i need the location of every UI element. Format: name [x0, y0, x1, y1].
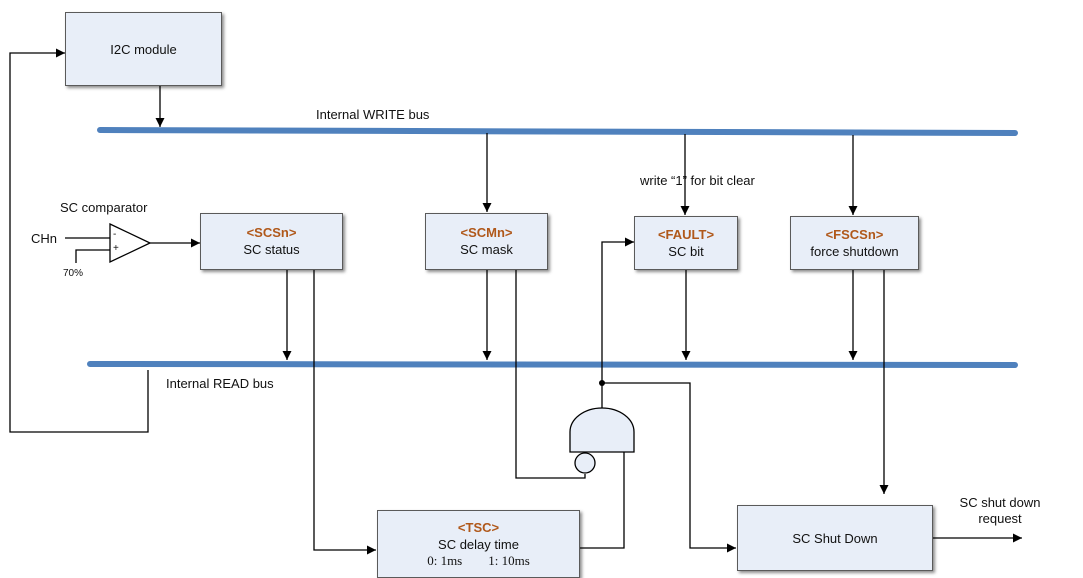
sc-shutdown-label: SC Shut Down	[792, 530, 878, 546]
scs-register-block: <SCSn> SC status	[200, 213, 343, 270]
write-bus-label: Internal WRITE bus	[316, 107, 430, 122]
inverter-bubble	[574, 452, 596, 474]
fscs-register-block: <FSCSn> force shutdown	[790, 216, 919, 270]
scs-register-name: <SCSn>	[246, 225, 297, 240]
fault-register-block: <FAULT> SC bit	[634, 216, 738, 270]
fault-register-name: <FAULT>	[657, 226, 715, 242]
wire-and-to-fault	[601, 237, 634, 410]
scm-register-name: <SCMn>	[460, 225, 513, 240]
fscs-register-desc: force shutdown	[810, 243, 899, 259]
and-gate	[569, 407, 635, 453]
comparator-minus-sign: -	[113, 229, 117, 240]
comparator-symbol	[109, 222, 152, 264]
wire-scs-to-tsc	[313, 270, 376, 555]
shutdown-request-line1: SC shut down	[959, 495, 1041, 510]
sc-shutdown-block: SC Shut Down	[737, 505, 933, 571]
wire-and-to-shutdown	[602, 382, 736, 553]
read-bus-label: Internal READ bus	[166, 376, 274, 391]
tsc-option-1: 1: 10ms	[488, 552, 530, 568]
i2c-module-block: I2C module	[65, 12, 222, 86]
tsc-register-desc: SC delay time	[438, 536, 519, 552]
tsc-delay-options: 0: 1ms 1: 10ms	[427, 553, 530, 569]
tsc-register-name: <TSC>	[457, 519, 500, 535]
tsc-option-0: 0: 1ms	[427, 552, 463, 568]
scs-register-desc: SC status	[243, 242, 300, 257]
junction-dot	[599, 380, 605, 386]
comparator-threshold-label: 70%	[63, 268, 84, 279]
comparator-title: SC comparator	[60, 200, 148, 215]
shutdown-request-label: SC shut down request	[940, 495, 1060, 527]
scm-register-desc: SC mask	[460, 242, 513, 257]
wire-read-feedback	[9, 48, 149, 433]
comparator-input-label: CHn	[31, 231, 58, 246]
comparator-plus-sign: +	[113, 243, 119, 254]
i2c-module-label: I2C module	[110, 41, 177, 57]
shutdown-request-line2: request	[978, 511, 1022, 526]
read-bus	[87, 361, 1018, 368]
tsc-register-block: <TSC> SC delay time 0: 1ms 1: 10ms	[377, 510, 580, 578]
fscs-register-name: <FSCSn>	[825, 226, 884, 242]
wire-tsc-to-and	[580, 452, 625, 549]
wire-threshold-in	[75, 249, 110, 263]
write-clear-note: write “1” for bit clear	[640, 173, 755, 188]
scm-register-block: <SCMn> SC mask	[425, 213, 548, 270]
fault-register-desc: SC bit	[668, 243, 704, 259]
write-bus	[97, 127, 1018, 136]
wire-scm-to-and	[515, 270, 586, 479]
